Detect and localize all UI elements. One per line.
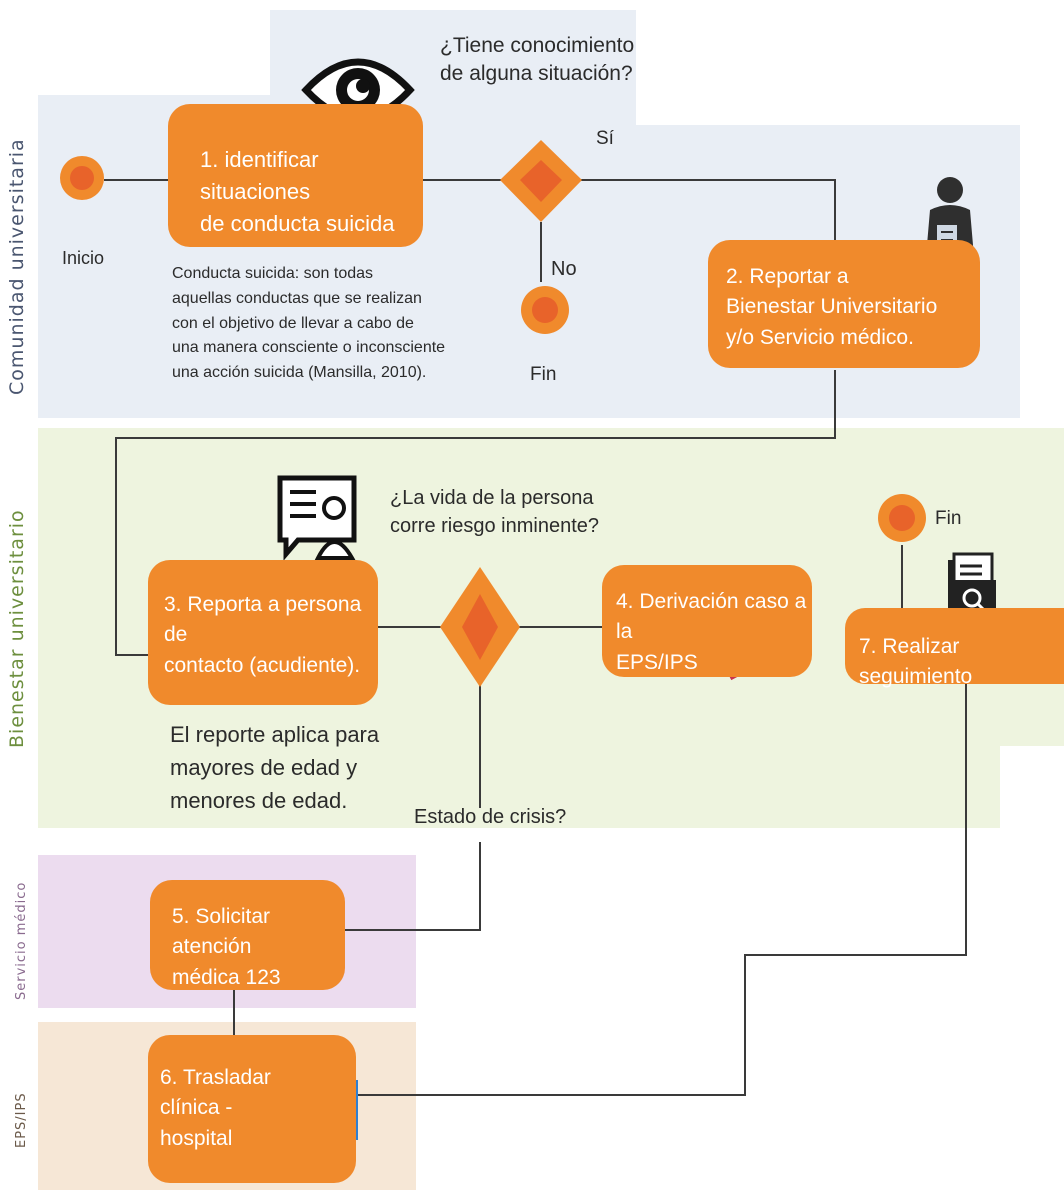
fin-label-1: Fin: [530, 364, 557, 385]
step-5-box: 5. Solicitar atención médica 123: [150, 880, 345, 990]
step-3-line-2: contacto (acudiente).: [164, 653, 361, 677]
definition-line-2: aquellas conductas que se realizan: [172, 289, 422, 307]
lane-label-eps: EPS/IPS: [14, 1092, 29, 1148]
step-5-line-1: 5. Solicitar atención: [172, 905, 271, 959]
lane-label-servicio: Servicio médico: [14, 881, 29, 1000]
definition-note: Conducta suicida: son todas aquellas con…: [172, 262, 445, 386]
id-card-chat-icon: [277, 475, 357, 561]
step-7-box: 7. Realizar seguimiento: [845, 608, 1064, 688]
end-node-2: [878, 494, 926, 542]
step-5-line-2: médica 123: [172, 965, 281, 989]
step-1-line-1: 1. identificar situaciones: [200, 147, 319, 204]
step-2-line-2: Bienestar Universitario: [726, 295, 938, 319]
step-4-line-1: 4. Derivación caso a la: [616, 590, 807, 644]
lane-label-bienestar: Bienestar universitario: [6, 509, 28, 748]
definition-line-4: una manera consciente o inconsciente: [172, 339, 446, 357]
decision-q2-line-2: corre riesgo inminente?: [390, 515, 599, 537]
step-6-line-1: 6. Trasladar: [160, 1066, 271, 1089]
decision-q2-text: ¿La vida de la persona corre riesgo inmi…: [390, 484, 599, 540]
start-node: [60, 156, 104, 200]
step-6-line-3: hospital: [160, 1126, 233, 1150]
inicio-label: Inicio: [62, 248, 105, 268]
connector-q3-step5: [345, 842, 481, 931]
decision-q1-no-label: No: [551, 258, 577, 280]
step-3-line-1: 3. Reporta a persona de: [164, 593, 362, 647]
decision-q2: [440, 567, 520, 687]
definition-line-1: Conducta suicida: son todas: [172, 265, 374, 282]
step-1-box: 1. identificar situaciones de conducta s…: [168, 104, 423, 247]
decision-q1: [500, 140, 582, 222]
step-2-line-3: y/o Servicio médico.: [726, 325, 914, 349]
step-4-line-2: EPS/IPS: [616, 650, 698, 674]
lane-label-comunidad: Comunidad universitaria: [6, 138, 28, 395]
fin-label-2: Fin: [935, 508, 962, 529]
decision-q1-line-1: ¿Tiene conocimiento: [440, 34, 635, 57]
step-4-box: 4. Derivación caso a la EPS/IPS: [602, 565, 812, 677]
step-6-line-2: clínica -: [160, 1096, 233, 1120]
step-6-box: 6. Trasladar clínica - hospital: [148, 1035, 356, 1183]
end-node-1: [521, 286, 569, 334]
decision-q1-yes-label: Sí: [596, 128, 614, 149]
definition-line-3: con el objetivo de llevar a cabo de: [172, 314, 414, 332]
step-1-line-2: de conducta suicida: [200, 210, 395, 236]
report-note-line-1: El reporte aplica para: [170, 722, 380, 747]
decision-q3-text: Estado de crisis?: [414, 806, 567, 828]
step-3-box: 3. Reporta a persona de contacto (acudie…: [148, 560, 378, 705]
connectors: [104, 179, 967, 1096]
definition-line-5: una acción suicida (Mansilla, 2010).: [172, 364, 427, 382]
decision-q1-text: ¿Tiene conocimiento de alguna situación?: [440, 32, 634, 89]
step-2-box: 2. Reportar a Bienestar Universitario y/…: [708, 240, 980, 368]
connector-step2-step3: [115, 370, 836, 656]
report-note-line-3: menores de edad.: [170, 788, 348, 813]
report-note-line-2: mayores de edad y: [170, 755, 358, 780]
decision-q1-line-2: de alguna situación?: [440, 62, 633, 86]
connector-q1-yes-step2: [578, 179, 836, 240]
report-note: El reporte aplica para mayores de edad y…: [170, 718, 379, 817]
decision-q2-line-1: ¿La vida de la persona: [390, 487, 594, 509]
connector-step6-step7: [356, 684, 967, 1096]
step-2-line-1: 2. Reportar a: [726, 265, 849, 288]
step-7-label: 7. Realizar seguimiento: [859, 635, 973, 689]
